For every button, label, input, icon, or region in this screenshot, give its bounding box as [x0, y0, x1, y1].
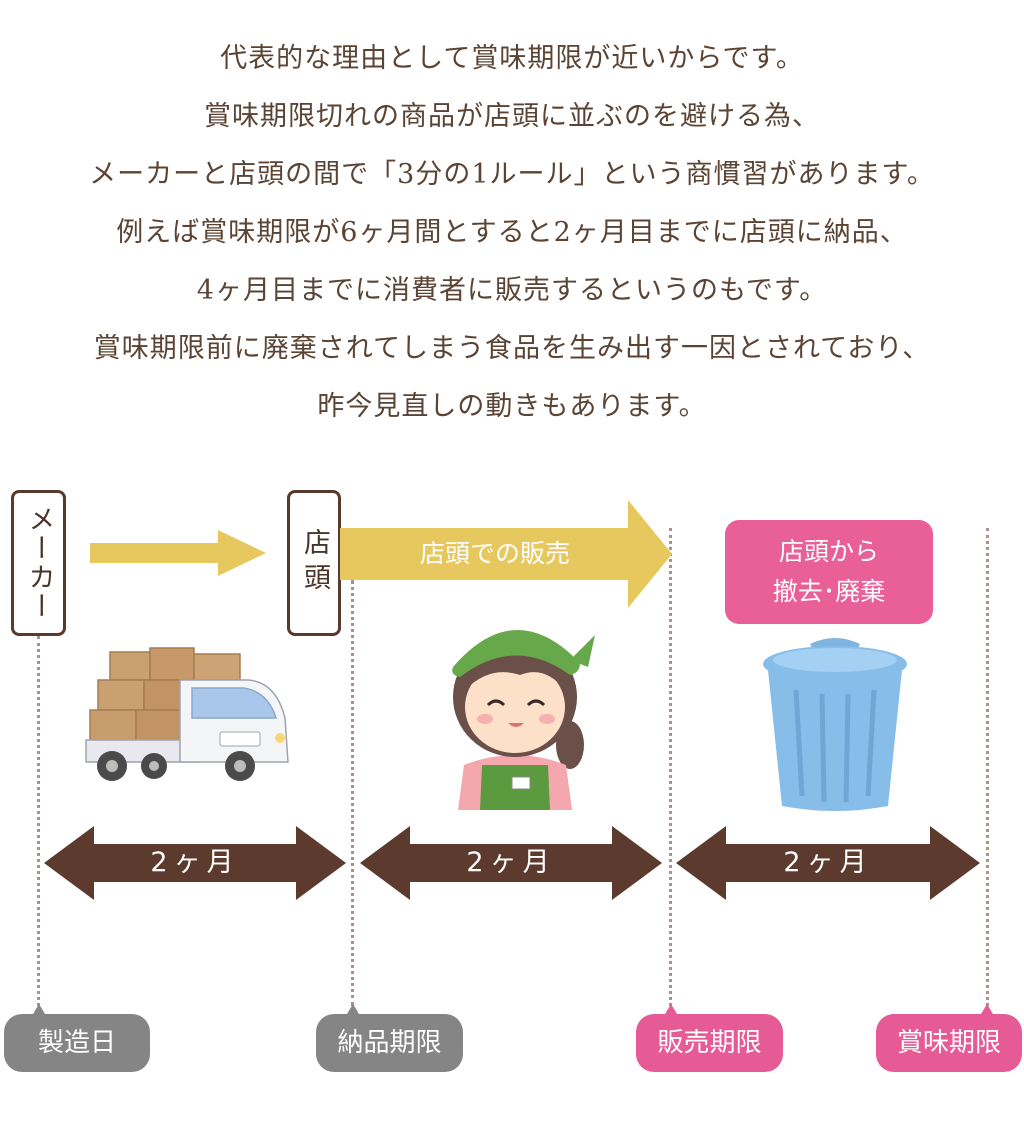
timeline-divider-sale	[669, 528, 672, 1006]
duration-label-1: 2ヶ月	[150, 847, 240, 878]
tag-pointer	[347, 1004, 359, 1014]
intro-line: 賞味期限切れの商品が店頭に並ぶのを避ける為、	[204, 101, 820, 132]
maker-label: メーカー	[23, 505, 55, 621]
timeline-divider-delivery	[351, 580, 354, 1006]
duration-label-3: 2ヶ月	[783, 847, 873, 878]
maker-box: メーカー	[11, 490, 66, 636]
store-label: 店頭	[299, 528, 330, 598]
tag-pointer	[981, 1004, 993, 1014]
timeline-divider-manufacture	[37, 636, 40, 1006]
store-clerk-illustration	[452, 629, 595, 810]
milestone-tag-delivery-deadline: 納品期限	[316, 1014, 463, 1072]
removal-line-1: 店頭から	[778, 537, 879, 566]
intro-line: 昨今見直しの動きもあります。	[317, 391, 707, 422]
intro-line: メーカーと店頭の間で「3分の1ルール」という商慣習があります。	[89, 159, 935, 190]
duration-arrow-1	[44, 826, 346, 900]
intro-paragraph: 代表的な理由として賞味期限が近いからです。 賞味期限切れの商品が店頭に並ぶのを避…	[0, 30, 1024, 436]
intro-line: 4ヶ月目までに消費者に販売するというのもです。	[196, 275, 828, 306]
trash-can-illustration	[763, 638, 907, 811]
milestone-tag-sales-deadline: 販売期限	[636, 1014, 783, 1072]
maker-to-store-arrow	[90, 530, 266, 576]
timeline-divider-expiry	[986, 528, 989, 1006]
tag-pointer	[33, 1004, 45, 1014]
milestone-tag-manufacture: 製造日	[4, 1014, 150, 1072]
intro-line: 賞味期限前に廃棄されてしまう食品を生み出す一因とされており、	[93, 333, 931, 364]
delivery-truck-illustration	[85, 647, 289, 781]
duration-label-2: 2ヶ月	[466, 847, 556, 878]
sale-banner-label: 店頭での販売	[419, 539, 570, 568]
milestone-tag-best-before: 賞味期限	[876, 1014, 1022, 1072]
removal-box: 店頭から 撤去･廃棄	[725, 520, 933, 624]
tag-pointer	[665, 1004, 677, 1014]
duration-arrow-3	[676, 826, 980, 900]
sale-banner-arrow	[340, 500, 672, 608]
intro-line: 代表的な理由として賞味期限が近いからです。	[220, 43, 804, 74]
removal-line-2: 撤去･廃棄	[772, 577, 886, 606]
store-box: 店頭	[287, 490, 341, 636]
intro-line: 例えば賞味期限が6ヶ月間とすると2ヶ月目までに店頭に納品、	[116, 217, 908, 248]
duration-arrow-2	[360, 826, 662, 900]
